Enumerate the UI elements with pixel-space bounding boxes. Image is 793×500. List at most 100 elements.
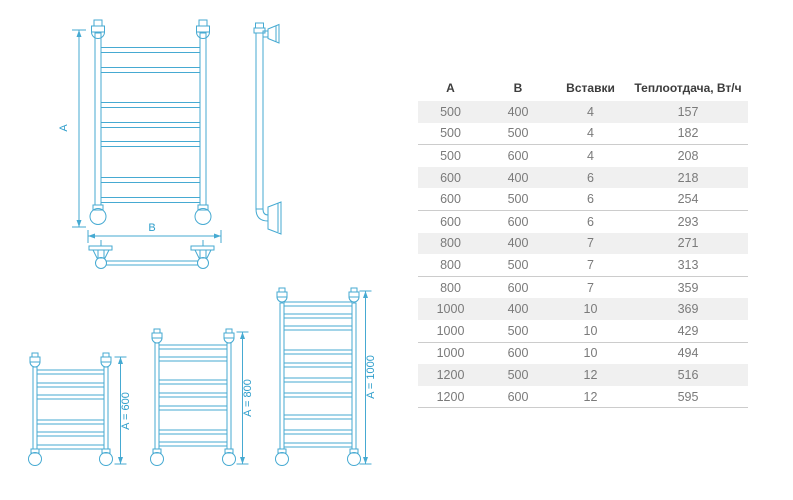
spec-table: A B Вставки Теплоотдача, Вт/ч 500 400 4 157… (418, 75, 748, 408)
spec-table-body: 500 400 4 157 500 500 4 182 500 600 4 208 600 400 6 218… (418, 101, 748, 408)
cell-output: 516 (677, 367, 699, 382)
cell-inserts: 6 (587, 214, 594, 229)
cell-b: 500 (507, 323, 529, 338)
cell-b: 500 (507, 192, 529, 207)
cell-inserts: 4 (587, 126, 594, 141)
cell-output: 208 (677, 148, 699, 163)
cell-inserts: 7 (587, 280, 594, 295)
cell-b: 500 (507, 126, 529, 141)
cell-a: 800 (440, 236, 461, 251)
cell-a: 1200 (436, 389, 465, 404)
cell-output: 182 (677, 126, 699, 141)
table-row: 500 400 4 157 (418, 101, 748, 123)
table-row: 1000 500 10 429 (418, 320, 748, 342)
cell-output: 359 (677, 280, 699, 295)
variant-800-label: A = 800 (242, 379, 254, 417)
cell-inserts: 7 (587, 257, 594, 272)
cell-a: 500 (440, 126, 461, 141)
variant-600-label: A = 600 (120, 392, 132, 430)
dimension-a-600: A = 600 (114, 356, 132, 465)
front-view-drawing: A (58, 19, 222, 243)
dim-b-label: B (148, 222, 155, 234)
top-valve-left (91, 19, 105, 39)
cell-b: 500 (507, 257, 529, 272)
table-row: 1200 500 12 516 (418, 364, 748, 386)
cell-b: 400 (507, 302, 529, 317)
header-a: A (446, 81, 455, 95)
cell-output: 157 (677, 104, 699, 119)
dimension-a-800: A = 800 (236, 331, 254, 465)
table-row: 1000 400 10 369 (418, 298, 748, 320)
table-row: 1000 600 10 494 (418, 342, 748, 364)
cell-a: 500 (440, 104, 461, 119)
top-valve-right (196, 19, 210, 39)
cell-output: 369 (677, 302, 699, 317)
cell-b: 600 (507, 280, 529, 295)
spec-table-header: A B Вставки Теплоотдача, Вт/ч (418, 75, 748, 101)
table-row: 600 600 6 293 (418, 210, 748, 232)
front-view-rungs (101, 47, 200, 203)
cell-output: 494 (677, 346, 699, 361)
cell-a: 1000 (436, 323, 465, 338)
variant-800-drawing: A = 800 (150, 328, 254, 466)
bottom-union-right (194, 204, 212, 225)
variant-600-rungs (37, 369, 104, 450)
cell-inserts: 4 (587, 104, 594, 119)
dimension-a-1000: A = 1000 (359, 290, 377, 465)
wall-bracket-bottom (255, 201, 282, 235)
plan-bracket-left (88, 245, 113, 259)
variant-800-rungs (159, 344, 227, 447)
cell-b: 400 (507, 104, 529, 119)
cell-b: 600 (507, 346, 529, 361)
variant-1000-label: A = 1000 (365, 355, 377, 399)
cell-a: 600 (440, 192, 461, 207)
cell-a: 1000 (436, 346, 465, 361)
table-row: 800 400 7 271 (418, 232, 748, 255)
cell-inserts: 12 (583, 367, 598, 382)
bottom-union-left (89, 204, 107, 225)
plan-bracket-right (190, 245, 215, 259)
side-view-drawing (253, 22, 282, 235)
cell-a: 600 (440, 214, 461, 229)
cell-output: 218 (677, 170, 699, 185)
cell-inserts: 6 (587, 192, 594, 207)
cell-inserts: 12 (583, 389, 598, 404)
dimension-a: A (58, 29, 86, 228)
header-b: B (513, 81, 523, 95)
wall-bracket-top (262, 23, 280, 44)
cell-output: 254 (677, 192, 699, 207)
cell-inserts: 7 (587, 236, 594, 251)
table-row: 800 600 7 359 (418, 276, 748, 298)
cell-output: 429 (677, 323, 699, 338)
variant-600-drawing: A = 600 (28, 352, 132, 466)
variant-1000-rungs (284, 301, 352, 448)
cell-inserts: 10 (583, 346, 598, 361)
cell-b: 400 (507, 170, 529, 185)
dimension-b: B (87, 222, 222, 243)
header-inserts: Вставки (566, 81, 615, 95)
cell-a: 500 (440, 148, 461, 163)
cell-output: 271 (677, 236, 699, 251)
cell-b: 600 (507, 389, 529, 404)
cell-a: 600 (440, 170, 461, 185)
cell-inserts: 4 (587, 148, 594, 163)
cell-a: 1200 (436, 367, 465, 382)
cell-b: 600 (507, 214, 529, 229)
cell-inserts: 6 (587, 170, 594, 185)
cell-b: 400 (507, 236, 529, 251)
cell-b: 500 (507, 367, 529, 382)
variant-1000-drawing: A = 1000 (275, 287, 377, 466)
cell-a: 800 (440, 280, 461, 295)
cell-inserts: 10 (583, 302, 598, 317)
bottom-view-drawing (88, 240, 215, 269)
table-row: 600 400 6 218 (418, 166, 748, 189)
cell-output: 313 (677, 257, 699, 272)
cell-a: 1000 (436, 302, 465, 317)
cell-inserts: 10 (583, 323, 598, 338)
cell-b: 600 (507, 148, 529, 163)
cell-output: 293 (677, 214, 699, 229)
table-row: 500 500 4 182 (418, 123, 748, 145)
